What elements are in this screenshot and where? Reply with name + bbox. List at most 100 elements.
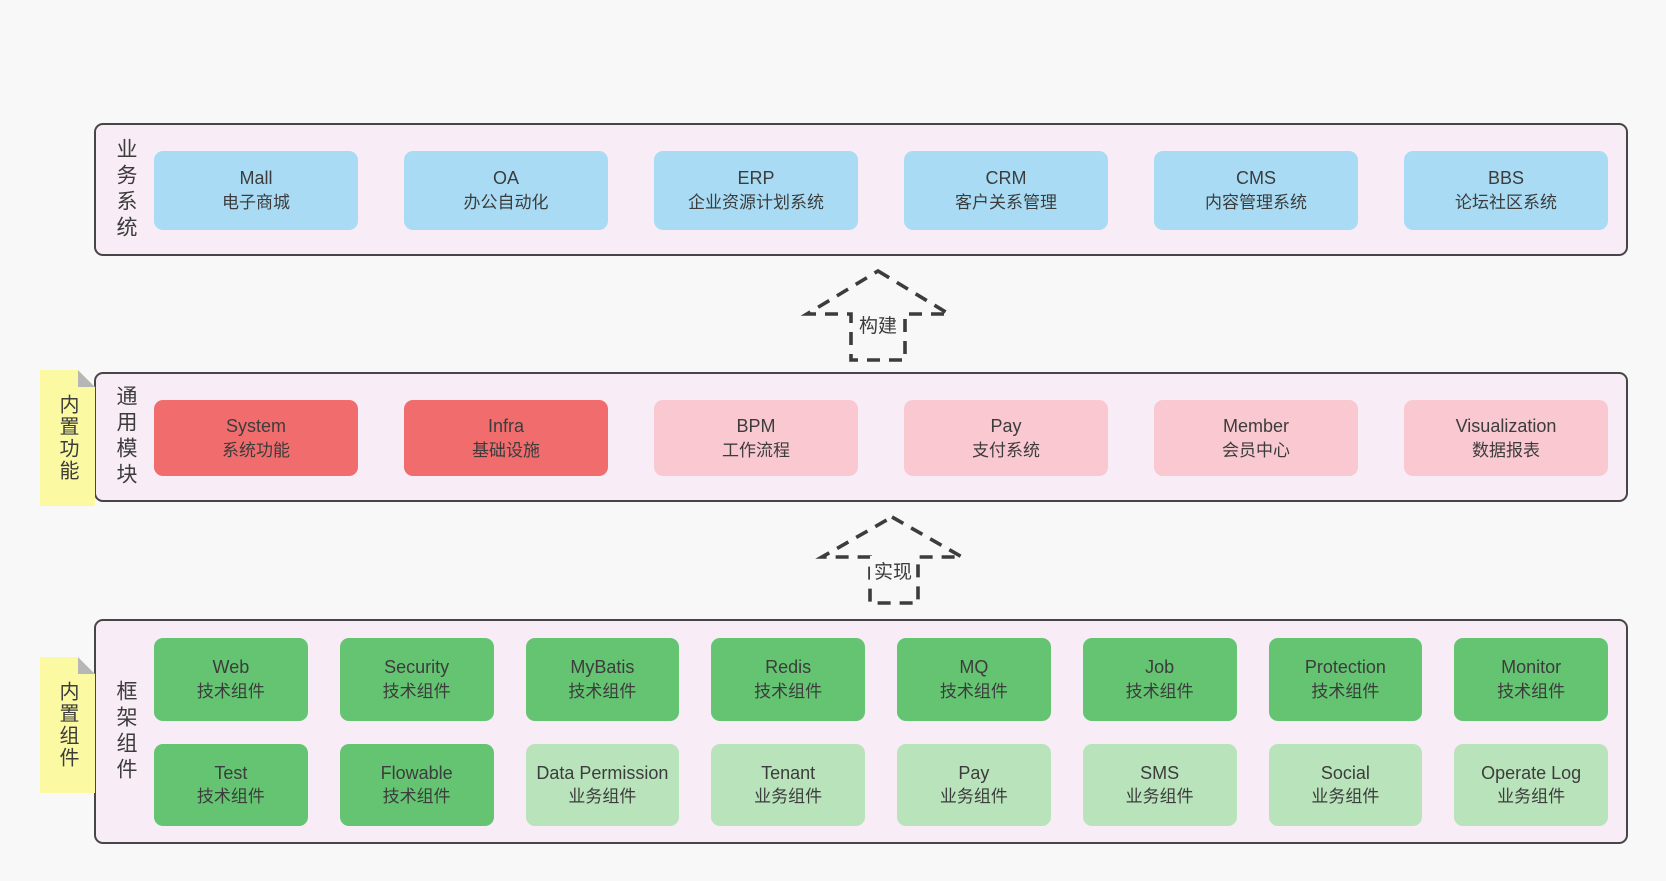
box-web: Web 技术组件 [154, 638, 308, 721]
box-title: SMS [1140, 762, 1180, 783]
box-subtitle: 办公自动化 [463, 193, 549, 213]
box-subtitle: 技术组件 [1497, 681, 1566, 701]
box-title: MQ [959, 657, 989, 678]
box-subtitle: 技术组件 [382, 787, 451, 807]
layer-boxes: System 系统功能 Infra 基础设施 BPM 工作流程 Pay 支付系统 Member 会… [148, 374, 1626, 500]
box-title: Flowable [380, 762, 453, 783]
box-title: Infra [487, 415, 525, 436]
box-title: CMS [1236, 168, 1276, 189]
box-title: Protection [1304, 657, 1386, 678]
box-title: Tenant [761, 762, 816, 783]
box-title: CRM [985, 168, 1027, 189]
box-title: Member [1222, 415, 1289, 436]
layer-side-label: 业务系统 [114, 137, 137, 242]
box-title: Web [212, 657, 250, 678]
box-title: Data Permission [536, 762, 669, 783]
box-pay: Pay 支付系统 [904, 400, 1108, 476]
box-subtitle: 系统功能 [222, 440, 290, 460]
box-title: Security [384, 657, 450, 678]
arrow-label: 构建 [854, 310, 902, 339]
box-subtitle: 会员中心 [1222, 440, 1290, 460]
sticky-fold-icon [78, 370, 95, 387]
box-subtitle: 技术组件 [754, 681, 823, 701]
box-title: Visualization [1455, 415, 1557, 436]
box-flowable: Flowable 技术组件 [339, 743, 494, 826]
box-oa: OA 办公自动化 [404, 151, 608, 230]
box-member: Member 会员中心 [1154, 400, 1358, 476]
box-subtitle: 工作流程 [722, 440, 790, 460]
arrow-build: 构建 [800, 266, 956, 366]
box-title: Mall [239, 168, 273, 189]
box-title: Redis [765, 657, 812, 678]
box-title: OA [492, 168, 519, 189]
box-title: System [225, 415, 286, 436]
box-redis: Redis 技术组件 [711, 638, 865, 721]
arrow-implement: 实现 [815, 512, 971, 610]
box-pay: Pay 业务组件 [897, 743, 1051, 826]
sticky-note: 内置功能 [40, 370, 95, 506]
box-protection: Protection 技术组件 [1268, 638, 1423, 721]
box-subtitle: 技术组件 [196, 681, 265, 701]
box-crm: CRM 客户关系管理 [904, 151, 1108, 230]
box-title: Operate Log [1481, 762, 1582, 783]
box-subtitle: 业务组件 [1125, 787, 1194, 807]
box-security: Security 技术组件 [339, 638, 494, 721]
box-subtitle: 技术组件 [568, 681, 637, 701]
box-title: Monitor [1501, 657, 1562, 678]
box-subtitle: 业务组件 [939, 787, 1008, 807]
box-sms: SMS 业务组件 [1082, 743, 1237, 826]
box-subtitle: 技术组件 [939, 681, 1008, 701]
box-subtitle: 技术组件 [1311, 681, 1380, 701]
box-bbs: BBS 论坛社区系统 [1404, 151, 1608, 230]
layer-side-label: 通用模块 [114, 385, 137, 489]
box-title: Job [1145, 657, 1175, 678]
box-subtitle: 业务组件 [1497, 787, 1566, 807]
box-monitor: Monitor 技术组件 [1454, 638, 1608, 721]
box-system: System 系统功能 [154, 400, 358, 476]
box-mybatis: MyBatis 技术组件 [525, 638, 680, 721]
box-subtitle: 数据报表 [1472, 440, 1540, 460]
box-job: Job 技术组件 [1082, 638, 1237, 721]
layer-side-label: 框架组件 [114, 679, 137, 784]
box-title: MyBatis [570, 657, 635, 678]
box-infra: Infra 基础设施 [404, 400, 608, 476]
box-title: Social [1320, 762, 1370, 783]
box-data-permission: Data Permission 业务组件 [525, 743, 680, 826]
box-subtitle: 论坛社区系统 [1455, 193, 1557, 213]
box-subtitle: 客户关系管理 [955, 193, 1057, 213]
box-social: Social 业务组件 [1268, 743, 1423, 826]
box-mall: Mall 电子商城 [154, 151, 358, 230]
dashed-up-arrow-icon [800, 268, 956, 362]
box-title: ERP [737, 168, 775, 189]
box-title: BBS [1487, 168, 1525, 189]
sticky-fold-icon [78, 657, 95, 674]
box-operate-log: Operate Log 业务组件 [1454, 743, 1608, 826]
arrow-label: 实现 [869, 556, 917, 585]
box-title: Test [214, 762, 248, 783]
box-title: Pay [990, 415, 1022, 436]
box-mq: MQ 技术组件 [897, 638, 1051, 721]
box-subtitle: 支付系统 [972, 440, 1040, 460]
box-subtitle: 内容管理系统 [1205, 193, 1307, 213]
box-subtitle: 业务组件 [1311, 787, 1380, 807]
box-subtitle: 基础设施 [472, 440, 540, 460]
box-subtitle: 技术组件 [382, 681, 451, 701]
box-cms: CMS 内容管理系统 [1154, 151, 1358, 230]
box-subtitle: 业务组件 [568, 787, 637, 807]
sticky-label: 内置组件 [56, 681, 78, 769]
box-subtitle: 技术组件 [1125, 681, 1194, 701]
box-tenant: Tenant 业务组件 [711, 743, 865, 826]
sticky-note: 内置组件 [40, 657, 95, 793]
box-subtitle: 业务组件 [754, 787, 823, 807]
box-title: Pay [958, 762, 990, 783]
box-subtitle: 电子商城 [222, 193, 290, 213]
box-bpm: BPM 工作流程 [654, 400, 858, 476]
box-title: BPM [736, 415, 776, 436]
